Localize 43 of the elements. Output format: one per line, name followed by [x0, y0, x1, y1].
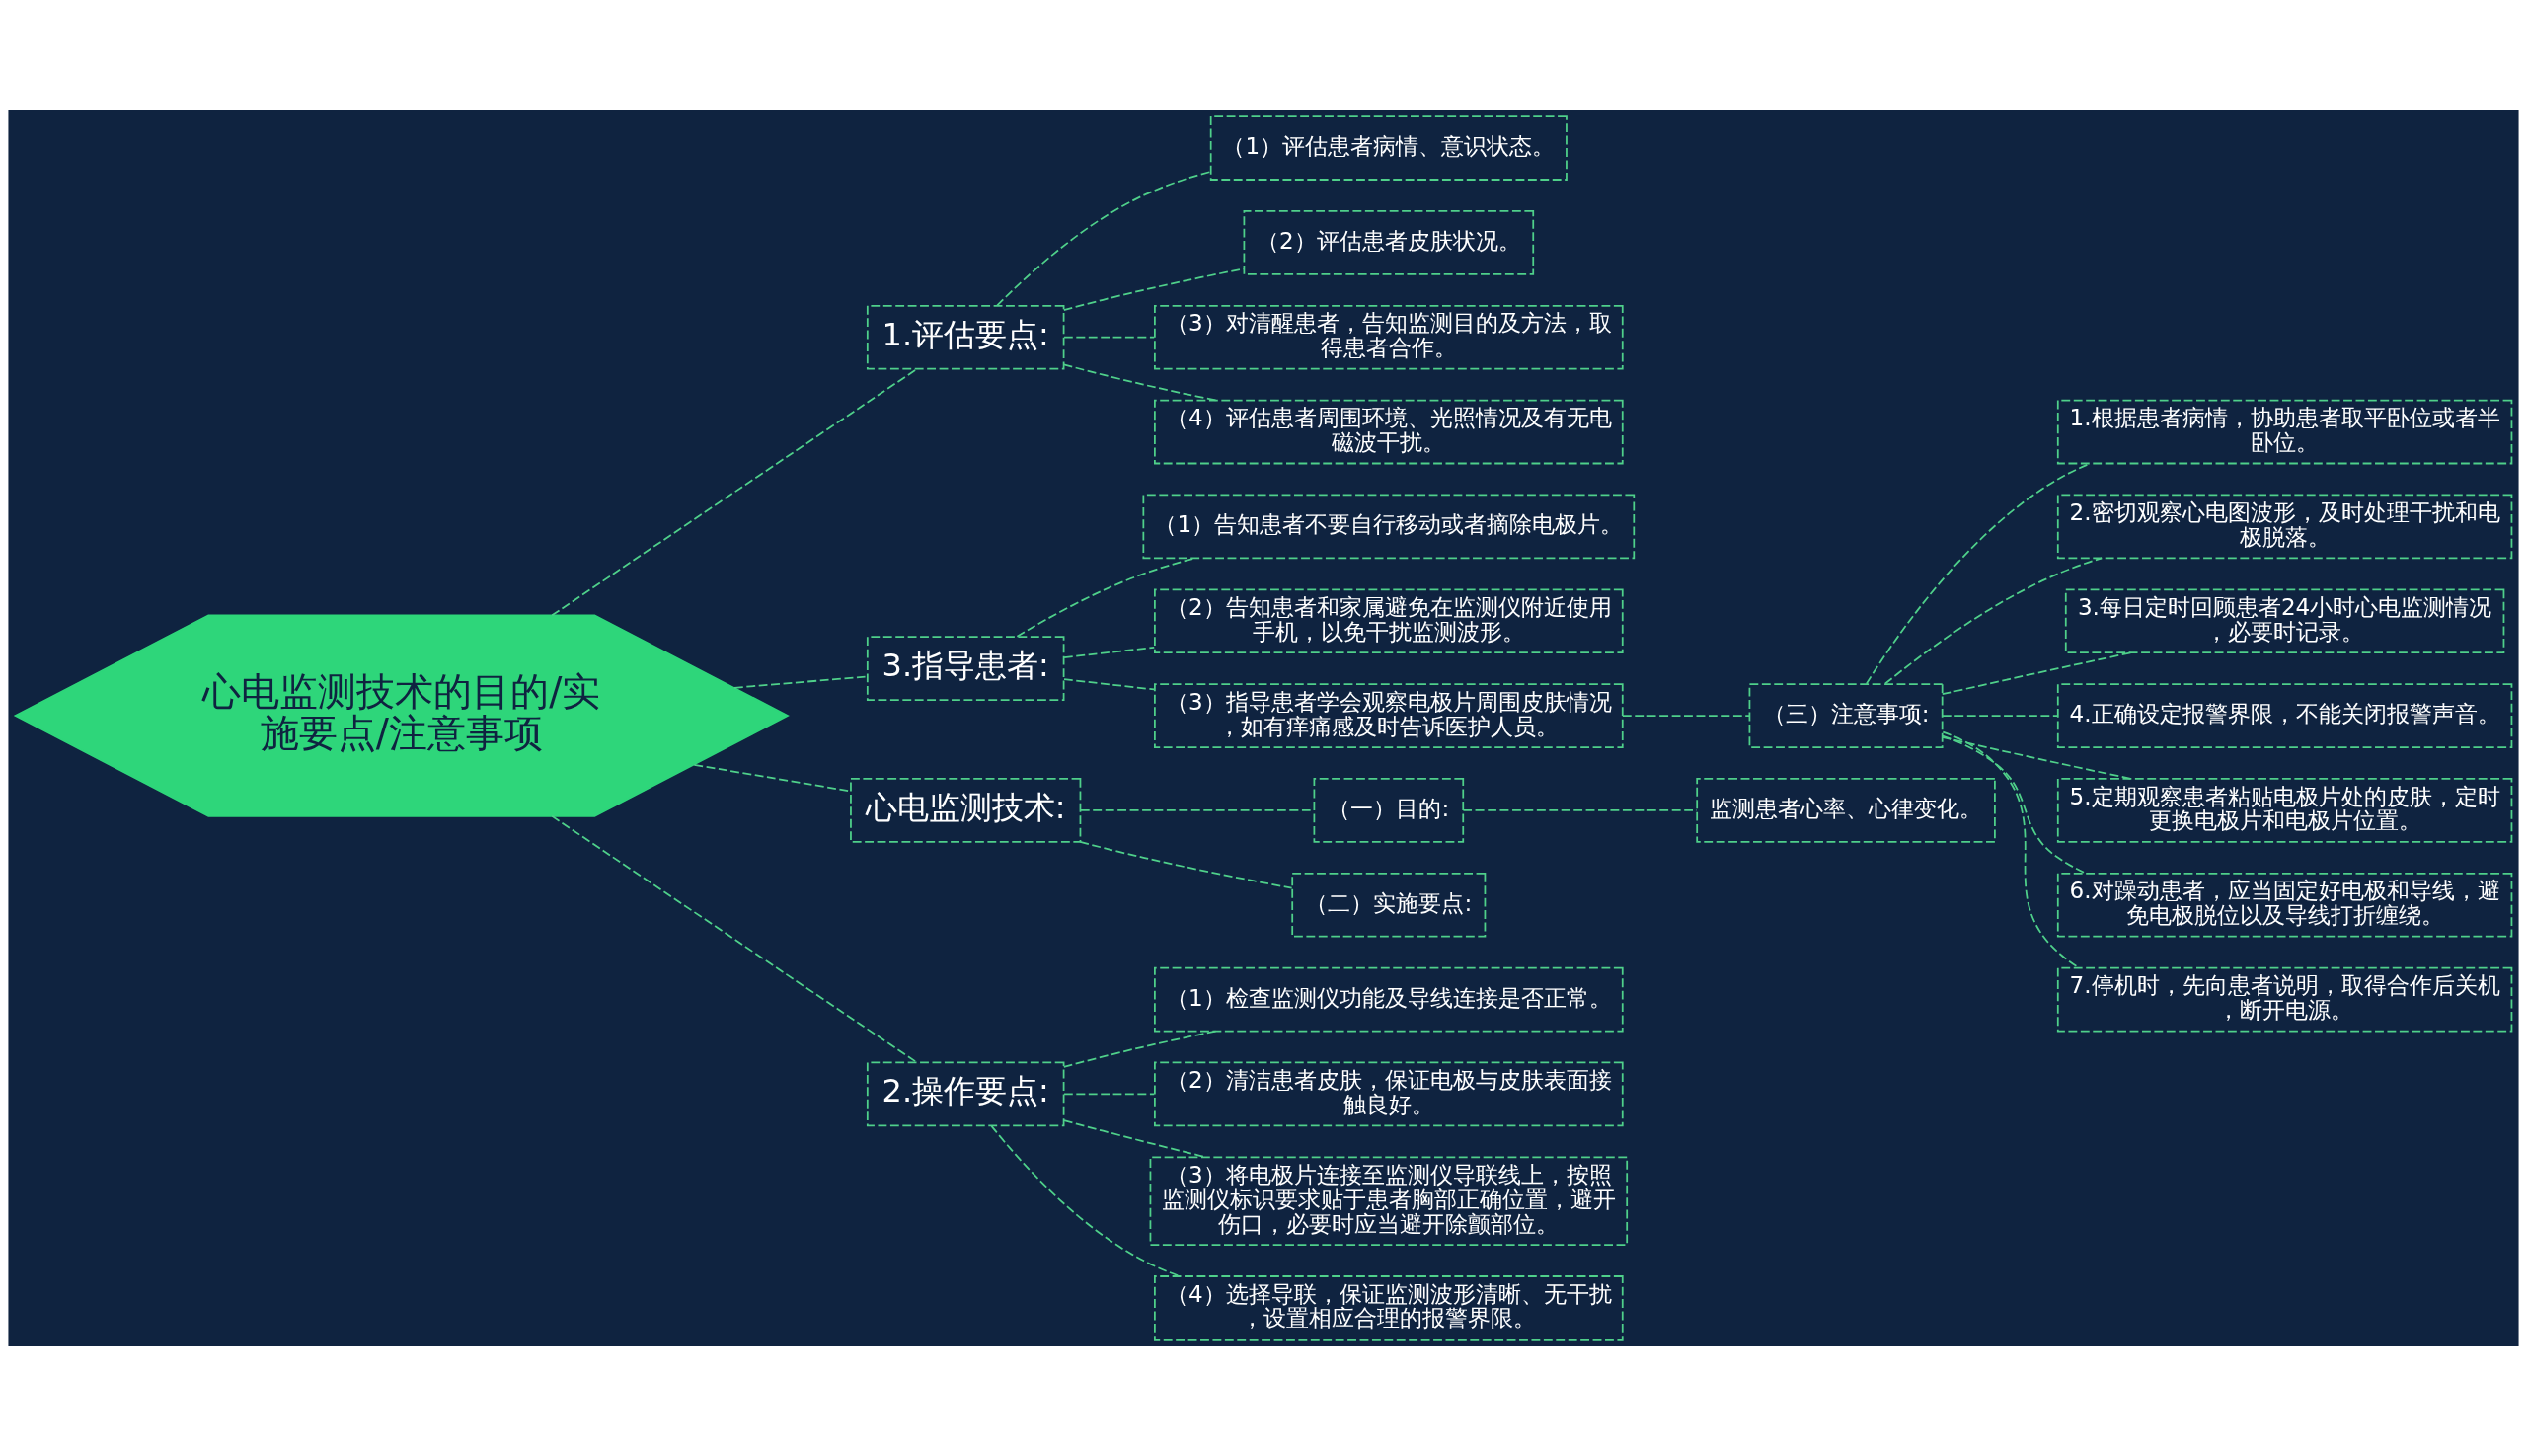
connector	[1062, 268, 1245, 311]
node-box: （二）实施要点:	[1291, 872, 1487, 938]
node-box: 6.对躁动患者，应当固定好电极和导线，避免电极脱位以及导线打折缠绕。	[2056, 872, 2513, 938]
node-box: 7.停机时，先向患者说明，取得合作后关机，断开电源。	[2056, 966, 2513, 1033]
node-box: 1.评估要点:	[866, 304, 1065, 370]
connector	[551, 814, 918, 1064]
node-box: （2）告知患者和家属避免在监测仪附近使用手机，以免干扰监测波形。	[1154, 588, 1624, 654]
connector	[1942, 734, 2087, 875]
node-box: （2）清洁患者皮肤，保证电极与皮肤表面接触良好。	[1154, 1061, 1624, 1127]
node-box: （3）指导患者学会观察电极片周围皮肤情况，如有痒痛感及时告诉医护人员。	[1154, 683, 1624, 748]
connector	[1621, 715, 1751, 717]
connector	[1063, 336, 1156, 339]
node-box: （一）目的:	[1313, 778, 1465, 843]
node-box: （1）告知患者不要自行移动或者摘除电极片。	[1142, 494, 1636, 560]
node-box: （3）将电极片连接至监测仪导联线上，按照监测仪标识要求贴于患者胸部正确位置，避开伤口，必要时应当避开除颤部位。	[1149, 1156, 1629, 1246]
node-box: 4.正确设定报警界限，不能关闭报警声音。	[2056, 683, 2513, 748]
node-box: （2）评估患者皮肤状况。	[1243, 210, 1535, 275]
node-box: （1）检查监测仪功能及导线连接是否正常。	[1154, 966, 1624, 1033]
connector	[1462, 809, 1698, 811]
connector	[1063, 678, 1156, 691]
node-box: （4）选择导联，保证监测波形清晰、无干扰，设置相应合理的报警界限。	[1154, 1275, 1624, 1341]
node-box: 监测患者心率、心律变化。	[1696, 778, 1996, 843]
node-box: 2.密切观察心电图波形，及时处理干扰和电极脱落。	[2056, 494, 2513, 560]
connector	[551, 368, 918, 617]
connector	[1063, 646, 1156, 658]
connector	[1079, 841, 1293, 889]
connector	[996, 171, 1212, 307]
node-box: 5.定期观察患者粘贴电极片处的皮肤，定时更换电极片和电极片位置。	[2056, 778, 2513, 843]
connector	[1063, 1119, 1206, 1159]
node-box: 3.每日定时回顾患者24小时心电监测情况，必要时记录。	[2064, 588, 2505, 654]
node-box: 3.指导患者:	[866, 636, 1065, 701]
node-box: 2.操作要点:	[866, 1061, 1065, 1127]
connector	[1062, 363, 1218, 402]
node-box: （4）评估患者周围环境、光照情况及有无电磁波干扰。	[1154, 399, 1624, 465]
connector	[732, 675, 869, 689]
connector	[1063, 1093, 1156, 1096]
node-box: （3）对清醒患者，告知监测目的及方法，取得患者合作。	[1154, 304, 1624, 370]
node-box: （1）评估患者病情、意识状态。	[1209, 115, 1568, 181]
connector	[990, 1124, 1181, 1277]
node-box: 心电监测技术:	[850, 778, 1082, 843]
connector	[1942, 715, 2059, 717]
node-box: （三）注意事项:	[1748, 683, 1944, 748]
node-box: 1.根据患者病情，协助患者取平卧位或者半卧位。	[2056, 399, 2513, 465]
